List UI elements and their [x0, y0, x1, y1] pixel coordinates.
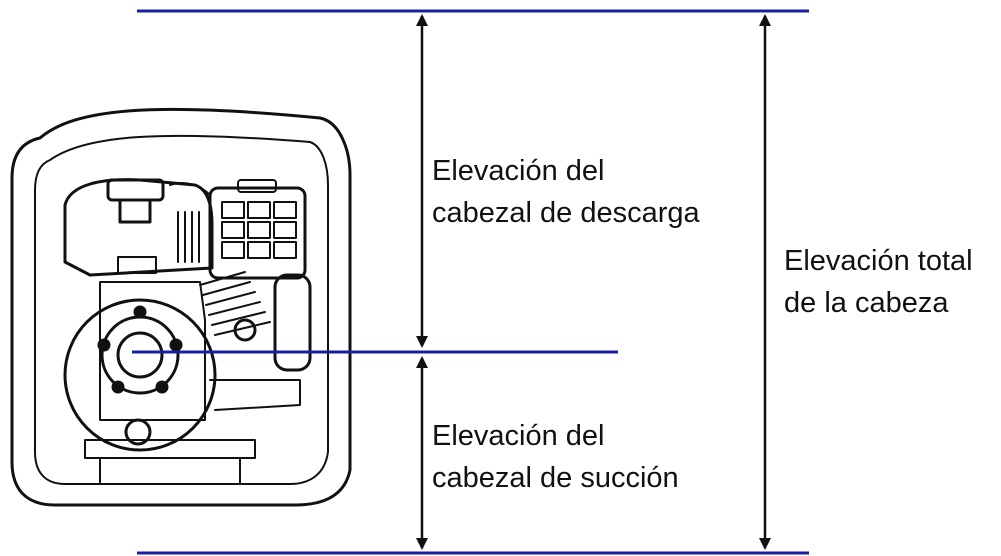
fuel-cap: [106, 178, 165, 202]
pump-base: [84, 439, 256, 459]
discharge-head-label-line-1: Elevación del: [432, 155, 605, 187]
air-filter: [208, 186, 307, 280]
total-head-label: Elevación total de la cabeza: [784, 240, 973, 324]
total-head-label-line-2: de la cabeza: [784, 287, 949, 319]
discharge-head-label-line-2: cabezal de descarga: [432, 197, 700, 229]
pump-body: [99, 281, 206, 421]
suction-head-label-line-2: cabezal de succión: [432, 462, 679, 494]
suction-head-label-line-1: Elevación del: [432, 420, 605, 452]
pump-volute: [63, 298, 217, 452]
engine-housing: [63, 178, 214, 277]
total-head-label-line-1: Elevación total: [784, 245, 973, 277]
pump-inlet-flange: [100, 315, 180, 395]
fuel-cap-neck: [118, 198, 152, 224]
pump-inlet: [116, 331, 164, 379]
spark-plug: [233, 318, 257, 342]
suction-head-label: Elevación del cabezal de succión: [432, 415, 679, 499]
pump-frame-inner: [34, 134, 329, 485]
pump-frame-outer: [10, 107, 352, 507]
air-filter-cap: [237, 179, 277, 193]
water-pump-illustration: [10, 107, 352, 507]
drain-plug: [124, 418, 152, 446]
muffler: [273, 273, 312, 372]
discharge-head-label: Elevación del cabezal de descarga: [432, 150, 700, 234]
engine-label: [117, 256, 157, 274]
